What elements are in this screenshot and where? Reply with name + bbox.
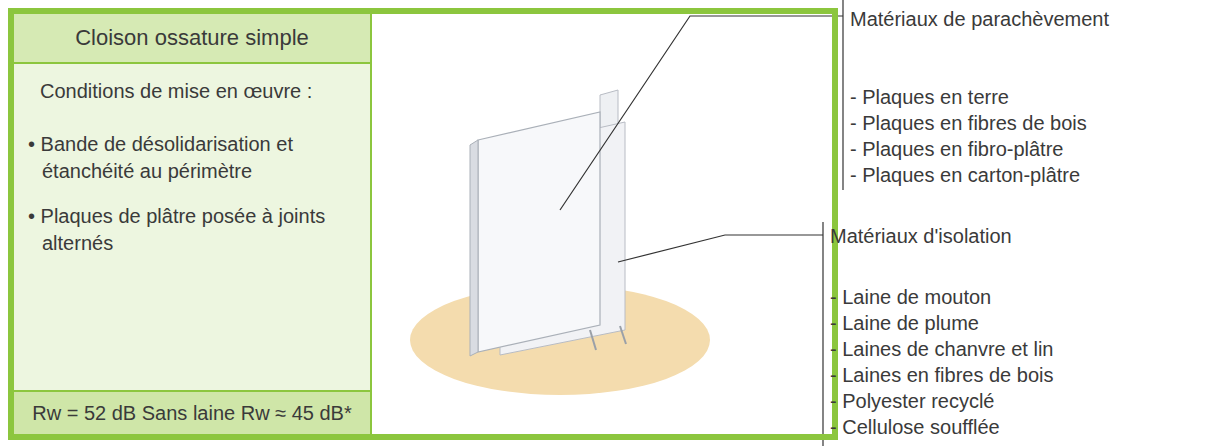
material-item: - Cellulose soufflée (830, 416, 1000, 439)
material-item: - Laines en fibres de bois (830, 364, 1053, 387)
bracket-line (842, 0, 843, 190)
material-item: - Plaques en carton-plâtre (850, 164, 1080, 187)
material-heading: Matériaux d'isolation (830, 225, 1012, 248)
material-item: - Plaques en terre (850, 86, 1009, 109)
info-panel: Cloison ossature simpleConditions de mis… (8, 8, 838, 440)
material-item: - Laines de chanvre et lin (830, 338, 1053, 361)
title-cell: Cloison ossature simple (14, 14, 370, 64)
material-item: - Plaques en fibres de bois (850, 112, 1087, 135)
condition-bullet: • Plaques de plâtre posée à joints alter… (28, 203, 356, 257)
material-item: - Laine de plume (830, 312, 979, 335)
conditions-heading: Conditions de mise en œuvre : (28, 78, 356, 105)
material-item: - Laine de mouton (830, 286, 991, 309)
screw (590, 330, 596, 350)
material-item: - Polyester recyclé (830, 390, 995, 413)
panel-edge (470, 140, 478, 356)
material-item: - Plaques en fibro-plâtre (850, 138, 1063, 161)
front-panel (478, 112, 600, 352)
rating-cell: Rw = 52 dB Sans laine Rw ≈ 45 dB* (14, 390, 370, 434)
panel-title: Cloison ossature simple (44, 24, 340, 52)
acoustic-rating: Rw = 52 dB Sans laine Rw ≈ 45 dB* (28, 400, 356, 426)
info-column: Cloison ossature simpleConditions de mis… (14, 14, 372, 434)
bracket-line (822, 222, 823, 446)
screw (620, 326, 626, 344)
leader-line (618, 235, 823, 262)
material-heading: Matériaux de parachèvement (850, 8, 1109, 31)
body-cell: Conditions de mise en œuvre : • Bande de … (14, 64, 370, 390)
leader-line (560, 16, 843, 210)
condition-bullet: • Bande de désolidarisation et étanchéit… (28, 131, 356, 185)
